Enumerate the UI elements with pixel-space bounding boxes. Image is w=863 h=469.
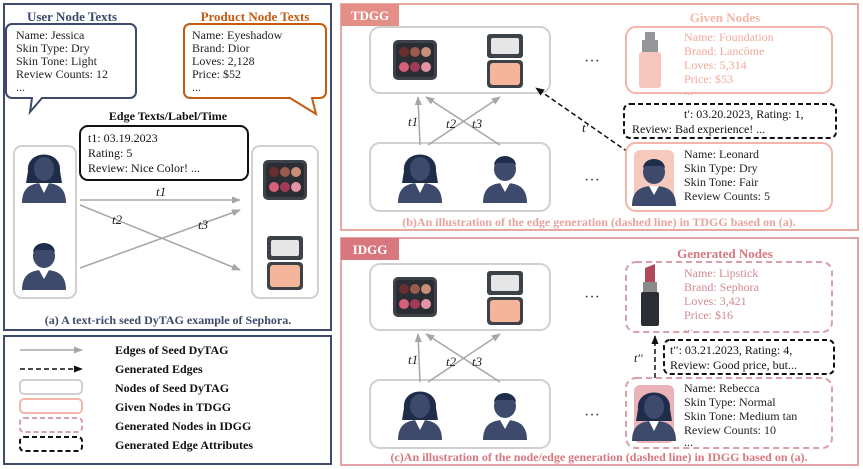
c-palette-icon — [393, 277, 437, 317]
product-node-lines: Name: Eyeshadow Brand: Dior Loves: 2,128… — [192, 28, 285, 94]
generated-user-avatar — [632, 385, 676, 443]
c-compact-icon — [487, 271, 523, 325]
edge-label-t3: t3 — [198, 217, 209, 232]
edge-t3 — [79, 209, 241, 269]
b-label-t1: t1 — [408, 114, 418, 129]
caption-c: (c)An illustration of the node/edge gene… — [390, 450, 807, 464]
c-edge-attr-box — [663, 339, 835, 375]
b-compact-icon — [487, 34, 523, 88]
user-node-column — [13, 145, 77, 299]
edge-label-t1: t1 — [156, 184, 166, 199]
foundation-bottle-icon — [639, 32, 661, 88]
edge-texts-title: Edge Texts/Label/Time — [109, 109, 228, 123]
given-user-avatar — [632, 150, 676, 206]
c-label-t3: t3 — [472, 354, 483, 369]
b-dots-top: ··· — [584, 53, 600, 70]
c-generated-product-node — [625, 261, 833, 333]
foundation-compact-icon — [267, 236, 303, 290]
legend-labels: Edges of Seed DyTAG Generated Edges Node… — [115, 343, 254, 452]
user-node-title: User Node Texts — [27, 9, 117, 24]
eyeshadow-palette-icon — [263, 160, 307, 200]
edge-text-lines: t1: 03.19.2023 Rating: 5 Review: Nice Co… — [88, 131, 200, 175]
b-given-user-node — [625, 142, 833, 212]
legend-frame — [3, 335, 332, 465]
caption-a: (a) A text-rich seed DyTAG example of Se… — [45, 313, 291, 327]
edge-t2 — [79, 204, 241, 271]
product-node-title: Product Node Texts — [201, 9, 310, 24]
c-label-t2: t2 — [446, 354, 457, 369]
tag-idgg-label: IDGG — [353, 242, 388, 257]
b-generated-edge — [535, 87, 629, 153]
legend-given-node — [19, 398, 83, 414]
edge-text-box — [79, 125, 249, 181]
b-edge-attr-lines: t′: 03.20.2023, Rating: 1, Review: Bad e… — [632, 107, 807, 136]
c-generated-product-lines: Name: Lipstick Brand: Sephora Loves: 3,4… — [684, 266, 762, 334]
user-bubble — [5, 23, 137, 116]
edge-label-t2: t2 — [112, 212, 123, 227]
caption-b: (b)An illustration of the edge generatio… — [402, 215, 795, 229]
product-bubble — [183, 23, 327, 117]
tag-tdgg — [341, 4, 399, 26]
c-label-t1: t1 — [408, 352, 418, 367]
b-edge-attr-box — [623, 103, 837, 139]
b-given-product-lines: Name: Foundation Brand: Lancôme Loves: 5… — [684, 30, 777, 98]
b-given-product-node — [625, 26, 833, 94]
c-edge-t1 — [414, 333, 422, 383]
panel-a-frame — [3, 3, 332, 331]
b-label-t2: t2 — [446, 116, 457, 131]
panel-c-frame — [340, 237, 859, 466]
lipstick-icon — [641, 264, 659, 326]
b-edge-t3 — [425, 96, 501, 146]
b-palette-icon — [393, 40, 437, 80]
c-edge-t3 — [425, 333, 501, 383]
legend-seed-node — [19, 379, 83, 395]
c-dots-bottom: ··· — [584, 407, 600, 424]
c-label-tdprime: t′′ — [634, 351, 643, 365]
b-given-user-lines: Name: Leonard Skin Type: Dry Skin Tone: … — [684, 147, 770, 203]
b-dots-bottom: ··· — [584, 172, 600, 189]
c-edge-attr-lines: t′′: 03.21.2023, Rating: 4, Review: Good… — [670, 343, 797, 372]
tag-idgg — [341, 238, 399, 260]
panel-b-frame — [340, 3, 859, 231]
legend-generated-attr — [19, 436, 83, 452]
given-nodes-title: Given Nodes — [690, 10, 760, 25]
legend-generated-node — [19, 417, 83, 433]
tag-tdgg-label: TDGG — [351, 8, 389, 23]
generated-nodes-title: Generated Nodes — [677, 246, 773, 261]
c-generated-user-lines: Name: Rebecca Skin Type: Normal Skin Ton… — [684, 381, 800, 449]
user-node-lines: Name: Jessica Skin Type: Dry Skin Tone: … — [16, 28, 111, 94]
b-label-t3: t3 — [472, 116, 483, 131]
b-label-tprime: t′ — [582, 120, 589, 135]
c-dots-top: ··· — [584, 289, 600, 306]
c-generated-user-node — [625, 377, 833, 449]
b-edge-t1 — [414, 96, 422, 146]
